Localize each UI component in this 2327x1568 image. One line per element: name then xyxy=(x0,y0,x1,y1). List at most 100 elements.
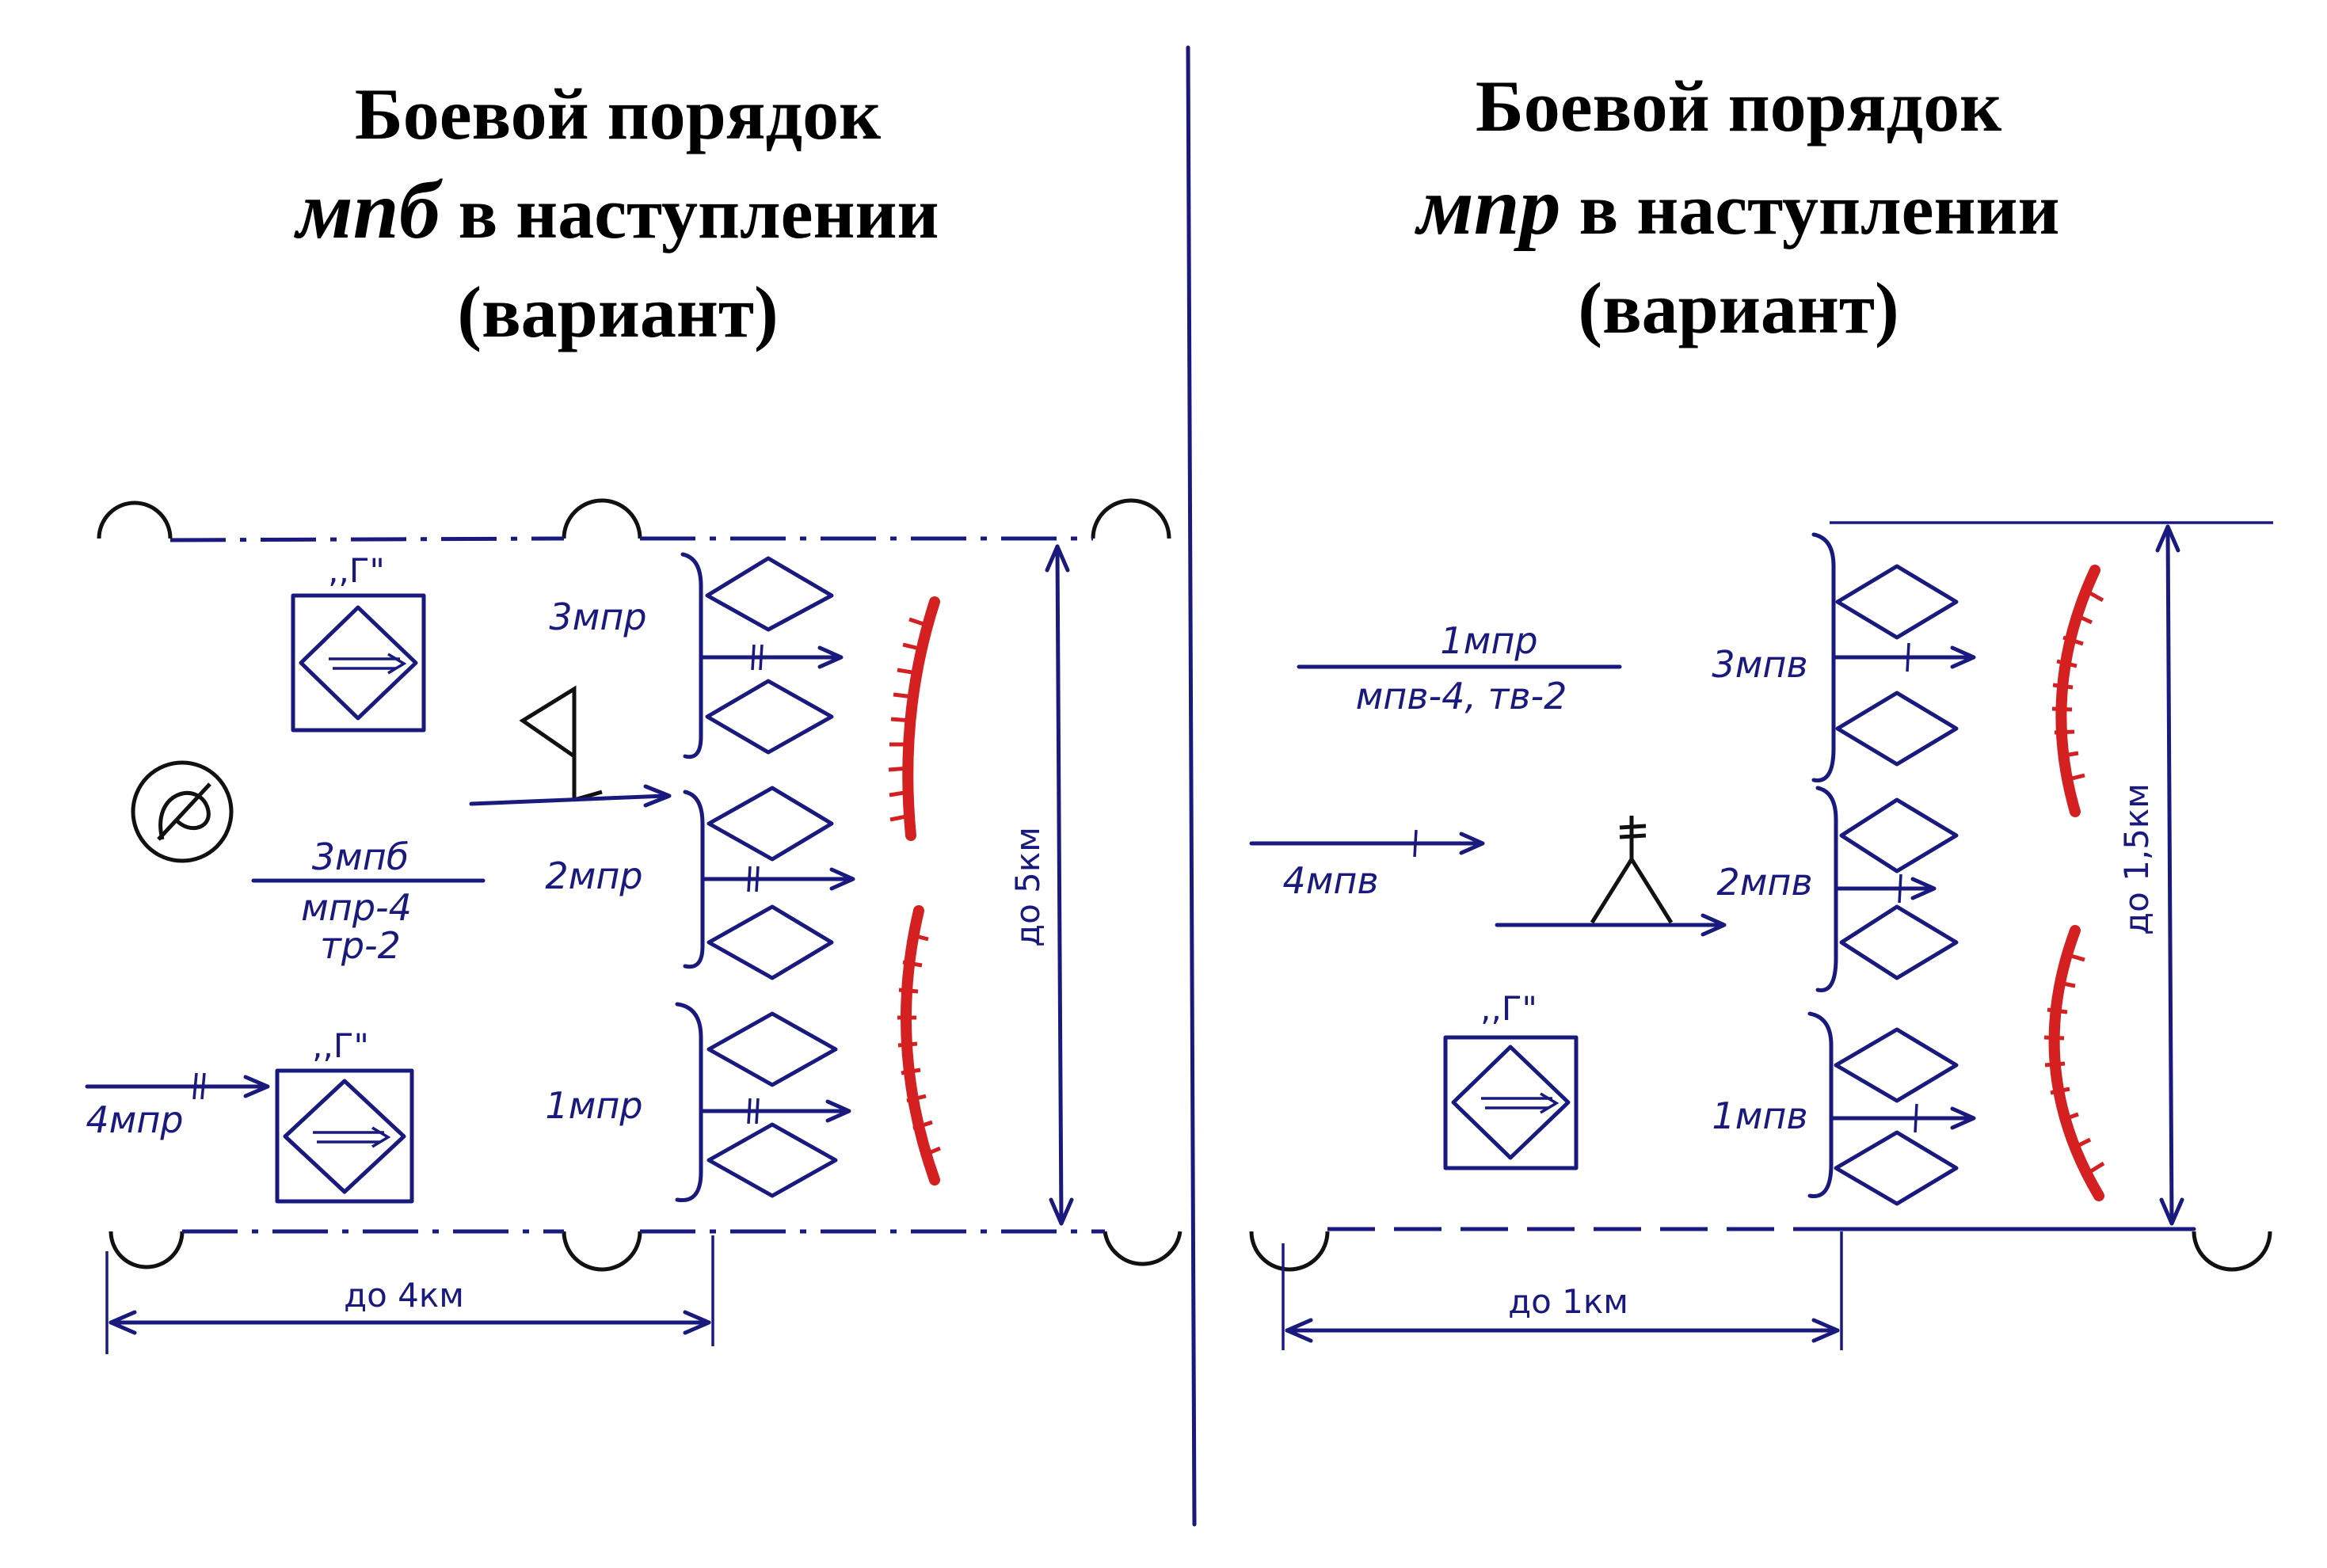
left-boundary-arc-icon xyxy=(97,500,173,539)
command-post-tick xyxy=(1619,824,1647,830)
right-frac-bot: мпв-4, тв-2 xyxy=(1356,675,1567,717)
arrow-tick xyxy=(759,644,764,671)
right-panel: 1мпр мпв-4, тв-2 4мпв ,,Г" 3мпв 2мпв 1мп… xyxy=(1249,521,2273,1350)
left-unit-4mpr: 4мпр xyxy=(86,1098,183,1141)
right-bracket-2mpv xyxy=(1815,786,1838,992)
left-boundary-arc-icon xyxy=(109,1231,185,1269)
vehicle-diamond-icon xyxy=(1834,1130,1959,1206)
left-boundary-arc-icon xyxy=(1103,1231,1183,1266)
left-frac-top: 3мпб xyxy=(312,835,409,878)
arrow-tick xyxy=(755,866,760,892)
right-depth-dimension xyxy=(2165,524,2174,1226)
left-unit-1mpr: 1мпр xyxy=(545,1084,642,1127)
left-g-label-upper: ,,Г" xyxy=(328,551,385,590)
left-enemy-position-lower xyxy=(897,905,941,1186)
left-title-italic: мпб xyxy=(294,165,444,256)
wedge-icon xyxy=(299,605,418,721)
arrow-head-icon xyxy=(1910,877,1937,900)
left-title-line3: (вариант) xyxy=(457,272,778,352)
arrow-head-icon xyxy=(683,1310,711,1335)
right-unit-3mpv: 3мпв xyxy=(1712,643,1807,686)
left-panel: ,,Г" ,,Г" 3мпб мпр-4 тр-2 3мпр 2мпр 1мпр… xyxy=(85,498,1183,1354)
left-bracket-3mpr xyxy=(680,552,703,759)
left-title-line1: Боевой порядок xyxy=(355,74,881,154)
left-bracket-1mpr xyxy=(675,1002,703,1203)
left-g-box-upper xyxy=(291,593,426,733)
arrow-head-icon xyxy=(1459,832,1485,855)
vehicle-diamond-icon xyxy=(1839,797,1959,873)
vehicle-diamond-icon xyxy=(1839,904,1959,980)
left-g-box-lower xyxy=(275,1068,414,1204)
right-enemy-position-upper xyxy=(2051,565,2104,817)
arrow-tick xyxy=(747,866,752,892)
right-title-rest: в наступлении xyxy=(1561,169,2060,249)
left-title-line2: мпб в наступлении xyxy=(294,165,939,256)
wedge-icon xyxy=(1451,1045,1571,1160)
arrow-head-icon xyxy=(243,1075,270,1098)
left-bracket-2mpr xyxy=(683,790,705,969)
right-title: Боевой порядок мпр в наступлении (вариан… xyxy=(1414,66,2059,348)
left-boundary-arc-icon xyxy=(562,1231,642,1272)
vehicle-diamond-icon xyxy=(706,786,834,862)
right-depth-label: до 1,5км xyxy=(2117,783,2156,935)
battalion-hq-circle-icon xyxy=(131,760,234,863)
arrow-head-icon xyxy=(2159,1197,2184,1226)
right-unit-4mpv: 4мпв xyxy=(1282,859,1378,902)
vehicle-diamond-icon xyxy=(1834,1027,1959,1103)
arrow-tick xyxy=(751,644,756,671)
arrow-tick xyxy=(1898,873,1902,904)
command-post-tick xyxy=(1619,833,1647,839)
right-unit-2mpv: 2мпв xyxy=(1716,861,1812,904)
arrow-head-icon xyxy=(643,784,672,808)
arrow-head-icon xyxy=(1700,913,1727,937)
arrow-head-icon xyxy=(109,1310,137,1335)
arrow-head-icon xyxy=(1950,1106,1976,1130)
left-frac-mid: мпр-4 xyxy=(301,886,412,929)
right-boundary-arc-icon xyxy=(2192,1231,2272,1272)
vehicle-diamond-icon xyxy=(706,904,834,980)
arrow-tick xyxy=(1914,1103,1918,1133)
right-width-label: до 1км xyxy=(1508,1282,1628,1321)
arrow-tick xyxy=(1413,829,1418,858)
left-boundary-arc-icon xyxy=(1091,498,1171,539)
arrow-tick xyxy=(1906,642,1910,672)
arrow-head-icon xyxy=(829,867,855,891)
right-enemy-position-lower xyxy=(2043,925,2105,1201)
right-boundary-arc-icon xyxy=(1249,1231,1330,1272)
left-unit-2mpr: 2мпр xyxy=(545,854,642,897)
wedge-icon xyxy=(283,1079,406,1194)
wedge-arrow-icon xyxy=(371,1126,391,1148)
arrow-tick xyxy=(747,1098,752,1125)
right-title-line2: мпр в наступлении xyxy=(1414,161,2059,252)
right-bracket-1mpv xyxy=(1807,1011,1834,1198)
arrow-head-icon xyxy=(1045,544,1070,573)
left-g-label-lower: ,,Г" xyxy=(312,1026,369,1065)
left-unit-3mpr: 3мпр xyxy=(549,596,646,638)
right-title-line3: (вариант) xyxy=(1578,268,1899,348)
left-width-label: до 4км xyxy=(344,1276,464,1315)
left-title: Боевой порядок мпб в наступлении (вариан… xyxy=(294,74,939,352)
wedge-arrow-icon xyxy=(1540,1092,1560,1114)
vehicle-diamond-icon xyxy=(705,556,834,632)
left-frac-bot: тр-2 xyxy=(320,924,401,967)
arrow-tick xyxy=(755,1098,760,1125)
hq-slash-icon xyxy=(157,782,211,841)
right-frac-top: 1мпр xyxy=(1440,619,1537,662)
arrow-head-icon xyxy=(2155,524,2180,553)
vehicle-diamond-icon xyxy=(705,679,834,755)
vehicle-diamond-icon xyxy=(706,1122,838,1198)
left-top-boundary xyxy=(169,536,565,542)
arrow-head-icon xyxy=(1811,1318,1840,1343)
command-post-icon xyxy=(1590,855,1674,924)
arrow-head-icon xyxy=(1285,1318,1313,1343)
right-bracket-3mpv xyxy=(1811,532,1836,782)
left-depth-label: до 5км xyxy=(1008,827,1047,947)
right-title-italic: мпр xyxy=(1414,161,1560,252)
left-enemy-position-upper xyxy=(888,596,940,841)
command-flag-icon xyxy=(519,685,577,760)
wedge-arrow-icon xyxy=(387,653,407,675)
right-g-label: ,,Г" xyxy=(1480,989,1537,1028)
left-depth-dimension xyxy=(1055,544,1064,1226)
left-boundary-arc-icon xyxy=(562,498,642,539)
